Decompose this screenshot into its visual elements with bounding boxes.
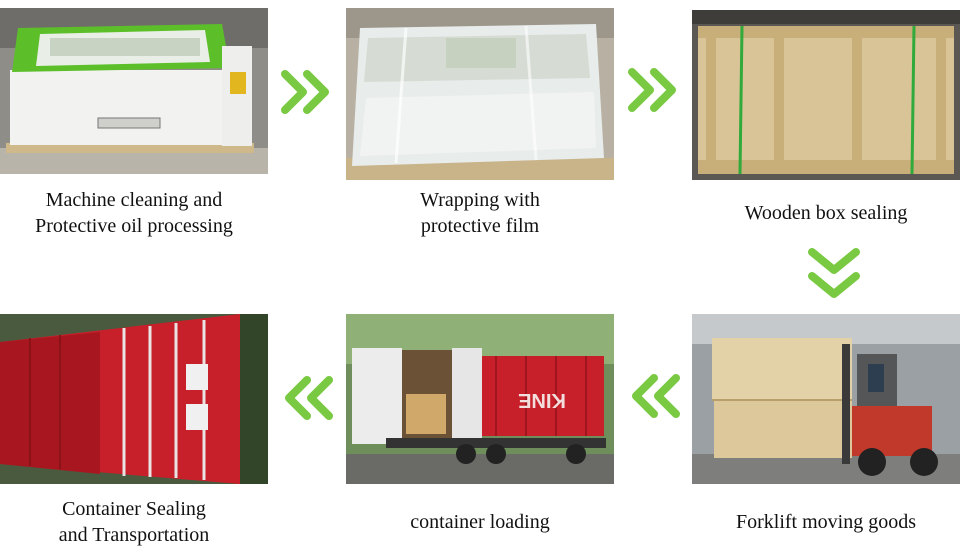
caption-line: Protective oil processing <box>35 215 233 237</box>
caption-line: Forklift moving goods <box>735 511 916 533</box>
caption-wooden-box: Wooden box sealing <box>692 200 960 226</box>
double-chevron-left-icon <box>279 376 335 420</box>
photo-machine-cleaning <box>0 8 268 174</box>
caption-line: protective film <box>420 215 540 237</box>
double-chevron-left-icon <box>626 374 682 418</box>
photo-forklift <box>692 314 960 484</box>
photo-container-sealing <box>0 314 268 484</box>
double-chevron-right-icon <box>279 70 335 114</box>
caption-line: container loading <box>410 511 550 533</box>
caption-container-loading: container loading <box>346 509 614 535</box>
caption-line: and Transportation <box>58 524 210 546</box>
caption-line: Wrapping with <box>420 189 540 211</box>
photo-wrapping-film <box>346 8 614 180</box>
photo-wooden-box <box>692 10 960 180</box>
double-chevron-down-icon <box>808 246 860 302</box>
caption-forklift: Forklift moving goods <box>692 509 960 535</box>
caption-wrapping-film: Wrapping with protective film <box>346 187 614 239</box>
caption-container-sealing: Container Sealing and Transportation <box>0 496 268 548</box>
photo-container-loading: KINE <box>346 314 614 484</box>
caption-line: Machine cleaning and <box>45 189 223 211</box>
caption-line: Wooden box sealing <box>744 202 908 224</box>
double-chevron-right-icon <box>626 68 682 112</box>
container-brand-text: KINE <box>518 389 566 411</box>
caption-machine-cleaning: Machine cleaning and Protective oil proc… <box>0 187 268 239</box>
caption-line: Container Sealing <box>62 498 206 520</box>
